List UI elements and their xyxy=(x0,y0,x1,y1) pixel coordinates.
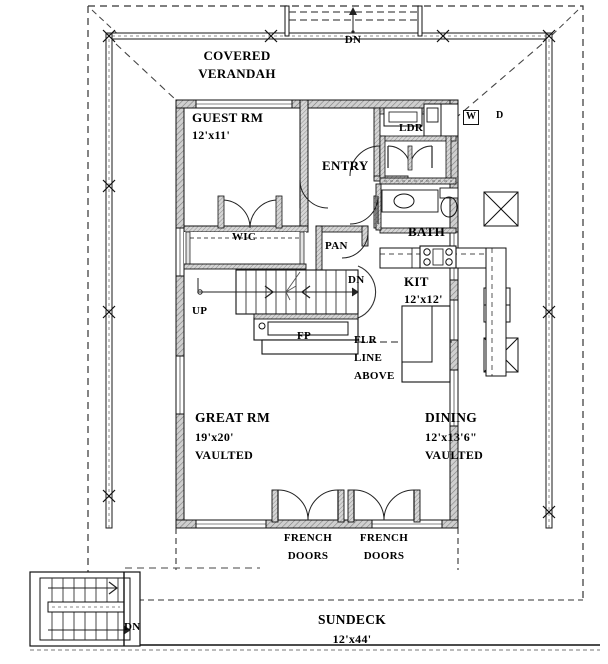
wic-label: WIC xyxy=(232,231,257,243)
bath-door[interactable] xyxy=(349,195,379,225)
french-doors-right[interactable] xyxy=(347,489,421,523)
dining-dimension: 12'x13'6" xyxy=(425,430,478,444)
cooktop xyxy=(419,245,457,269)
stair-landing-dn-arc xyxy=(357,265,377,319)
entry-dn-label: DN xyxy=(344,34,362,46)
dining-note: VAULTED xyxy=(425,448,484,462)
great-room-note: VAULTED xyxy=(195,448,254,462)
closet-upper-right xyxy=(483,191,519,227)
stair-dn-label: DN xyxy=(348,274,365,286)
dryer-label: D xyxy=(494,110,506,123)
wic-double-doors[interactable] xyxy=(217,195,283,229)
laundry-label: LDR xyxy=(399,122,424,134)
verandah-label-line2: VERANDAH xyxy=(198,66,276,81)
laundry-room xyxy=(379,103,459,179)
french-doors-left-label-1: FRENCH xyxy=(283,532,333,544)
kitchen-dimension: 12'x12' xyxy=(404,292,443,306)
bath-room xyxy=(375,177,459,234)
french-doors-left[interactable] xyxy=(271,489,345,523)
guest-room-door[interactable] xyxy=(299,179,329,209)
floor-line-label-3: ABOVE xyxy=(354,370,395,382)
laundry-bifold-doors[interactable] xyxy=(387,145,433,171)
fireplace-label: FP xyxy=(297,330,312,342)
stair-up-label: UP xyxy=(192,305,208,317)
exterior-stairs-lower-left xyxy=(29,571,141,647)
sundeck-outline xyxy=(88,528,583,601)
guest-room-dimension: 12'x11' xyxy=(192,128,231,142)
guest-room-label: GUEST RM xyxy=(192,110,264,125)
french-doors-right-label-2: DOORS xyxy=(363,550,405,562)
pantry-label: PAN xyxy=(325,240,348,252)
great-room-dimension: 19'x20' xyxy=(195,430,234,444)
verandah-hip-diagonals xyxy=(115,43,543,117)
sundeck-dimension: 12'x44' xyxy=(332,632,372,646)
bath-label: BATH xyxy=(408,224,446,239)
entry-steps-top xyxy=(284,5,423,37)
floor-line-label-1: FLR xyxy=(354,334,377,346)
wic-closet xyxy=(183,231,307,270)
great-room-label: GREAT RM xyxy=(195,410,271,425)
entry-label: ENTRY xyxy=(322,158,369,173)
kitchen-island xyxy=(401,305,451,383)
deck-dn-label: DN xyxy=(124,621,141,633)
fireplace xyxy=(253,313,359,355)
railing-post-markers xyxy=(102,29,556,519)
roof-overhang-outline xyxy=(87,5,584,600)
floor-line-label-2: LINE xyxy=(354,352,383,364)
dining-label: DINING xyxy=(425,410,478,425)
french-doors-right-label-1: FRENCH xyxy=(359,532,409,544)
kitchen-label: KIT xyxy=(404,274,429,289)
verandah-railing xyxy=(105,32,553,529)
washer-label: W xyxy=(463,110,479,125)
verandah-label-line1: COVERED xyxy=(203,48,271,63)
french-doors-left-label-2: DOORS xyxy=(287,550,329,562)
stairs-interior xyxy=(197,269,359,315)
sundeck-label: SUNDECK xyxy=(317,612,387,627)
